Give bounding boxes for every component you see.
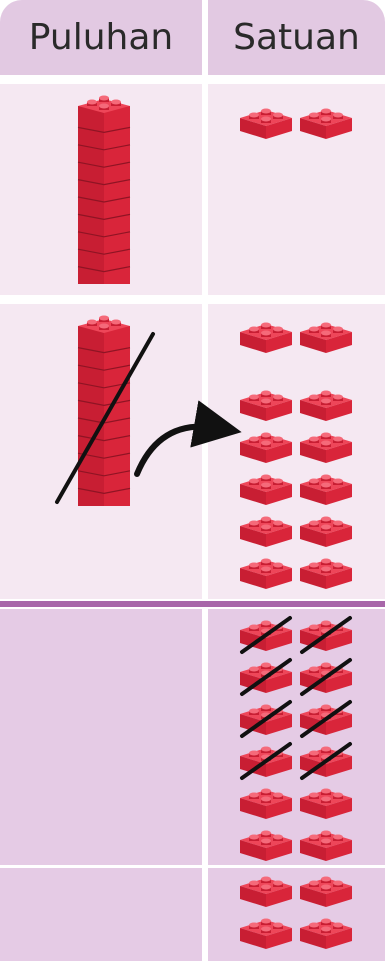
row1-unit-brick [240,109,292,140]
row2-unit-brick [240,517,292,548]
row2-unit-brick [300,517,352,548]
row2-unit-brick [240,559,292,590]
row2-unit-brick [240,433,292,464]
row1-unit-brick [300,109,352,140]
row2-unit-brick [300,475,352,506]
regroup-arrow [137,426,218,474]
row4-unit-brick [300,919,352,950]
row4-unit-brick [240,919,292,950]
row2-unit-brick [300,559,352,590]
row2-ten-rod [78,316,130,507]
row3-unit-brick [300,789,352,820]
row1-ten-rod [78,96,130,285]
row3-unit-brick [300,831,352,862]
row4-unit-brick [300,877,352,908]
row2-unit-brick [300,391,352,422]
row2-unit-brick [240,391,292,422]
row2-unit-brick [300,323,352,354]
row4-unit-brick [240,877,292,908]
row3-unit-brick [240,789,292,820]
row3-unit-brick [240,831,292,862]
row2-unit-brick [240,475,292,506]
row2-unit-brick [240,323,292,354]
row2-unit-brick [300,433,352,464]
